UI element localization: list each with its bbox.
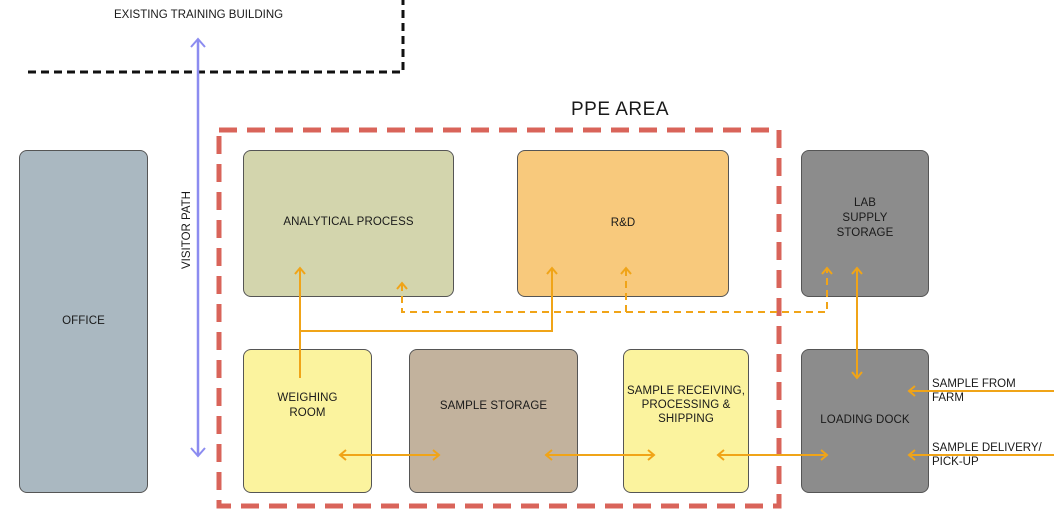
lab-supply-storage-room[interactable]: LAB SUPPLY STORAGE — [801, 150, 929, 297]
sample-delivery-label: SAMPLE DELIVERY/ PICK-UP — [932, 442, 1042, 468]
ppe-area-title: PPE AREA — [571, 99, 669, 120]
existing-building-label: EXISTING TRAINING BUILDING — [114, 9, 284, 21]
sample-from-farm-label: SAMPLE FROM FARM — [932, 378, 1016, 404]
weighing-room[interactable]: WEIGHING ROOM — [243, 349, 372, 493]
office-room[interactable]: OFFICE — [19, 150, 148, 493]
flow-supply-dashed-main — [396, 266, 833, 313]
ppe-area-boundary — [216, 127, 782, 509]
sample-storage-room[interactable]: SAMPLE STORAGE — [409, 349, 578, 493]
loading-dock-room[interactable]: LOADING DOCK — [801, 349, 929, 493]
sample-receiving-room[interactable]: SAMPLE RECEIVING, PROCESSING & SHIPPING — [623, 349, 749, 493]
flow-weighing-to-rnd — [300, 266, 558, 332]
existing-building-outline — [28, 0, 405, 74]
